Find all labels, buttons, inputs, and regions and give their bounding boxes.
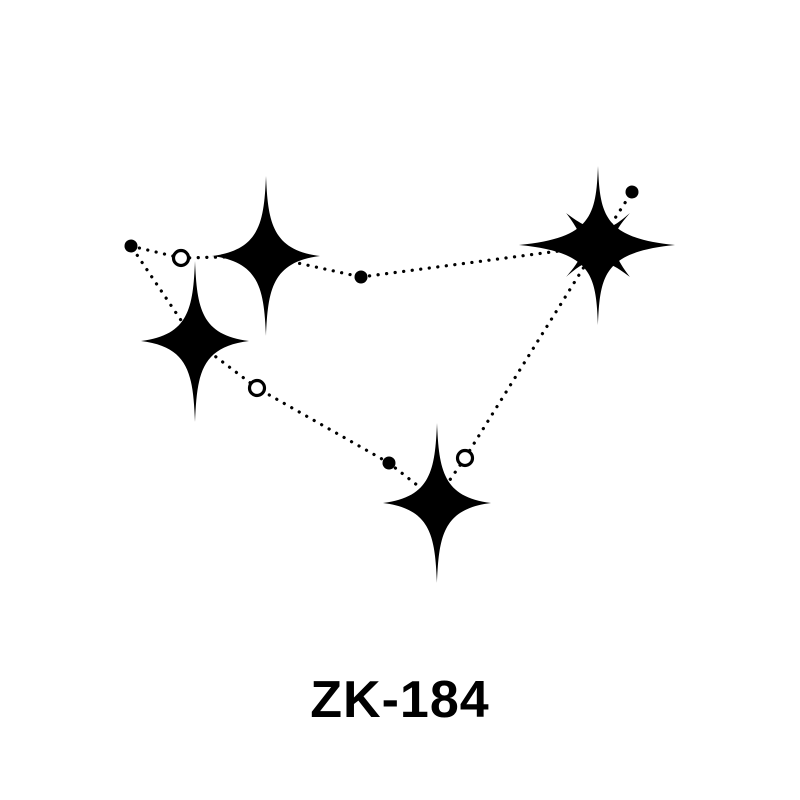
- four-point-star-icon: [383, 423, 491, 583]
- eight-point-starburst-icon: [519, 166, 675, 325]
- filled-dot-icon: [124, 239, 138, 253]
- four-point-star-icon: [212, 176, 320, 336]
- hollow-ring-icon: [247, 378, 267, 398]
- filled-dots: [124, 185, 639, 470]
- line-left-star-to-dot: [129, 244, 197, 343]
- hollow-ring-icon: [455, 448, 475, 468]
- filled-dot-icon: [382, 456, 396, 470]
- hollow-rings: [171, 248, 475, 468]
- line-dot-to-ring-lower: [255, 386, 391, 465]
- product-code-label: ZK-184: [310, 671, 490, 729]
- filled-dot-icon: [354, 270, 368, 284]
- line-burst-to-ring: [463, 244, 599, 460]
- four-point-star-icon: [141, 261, 249, 422]
- four-point-stars: [141, 176, 491, 583]
- hollow-ring-icon: [171, 248, 191, 268]
- filled-dot-icon: [625, 185, 639, 199]
